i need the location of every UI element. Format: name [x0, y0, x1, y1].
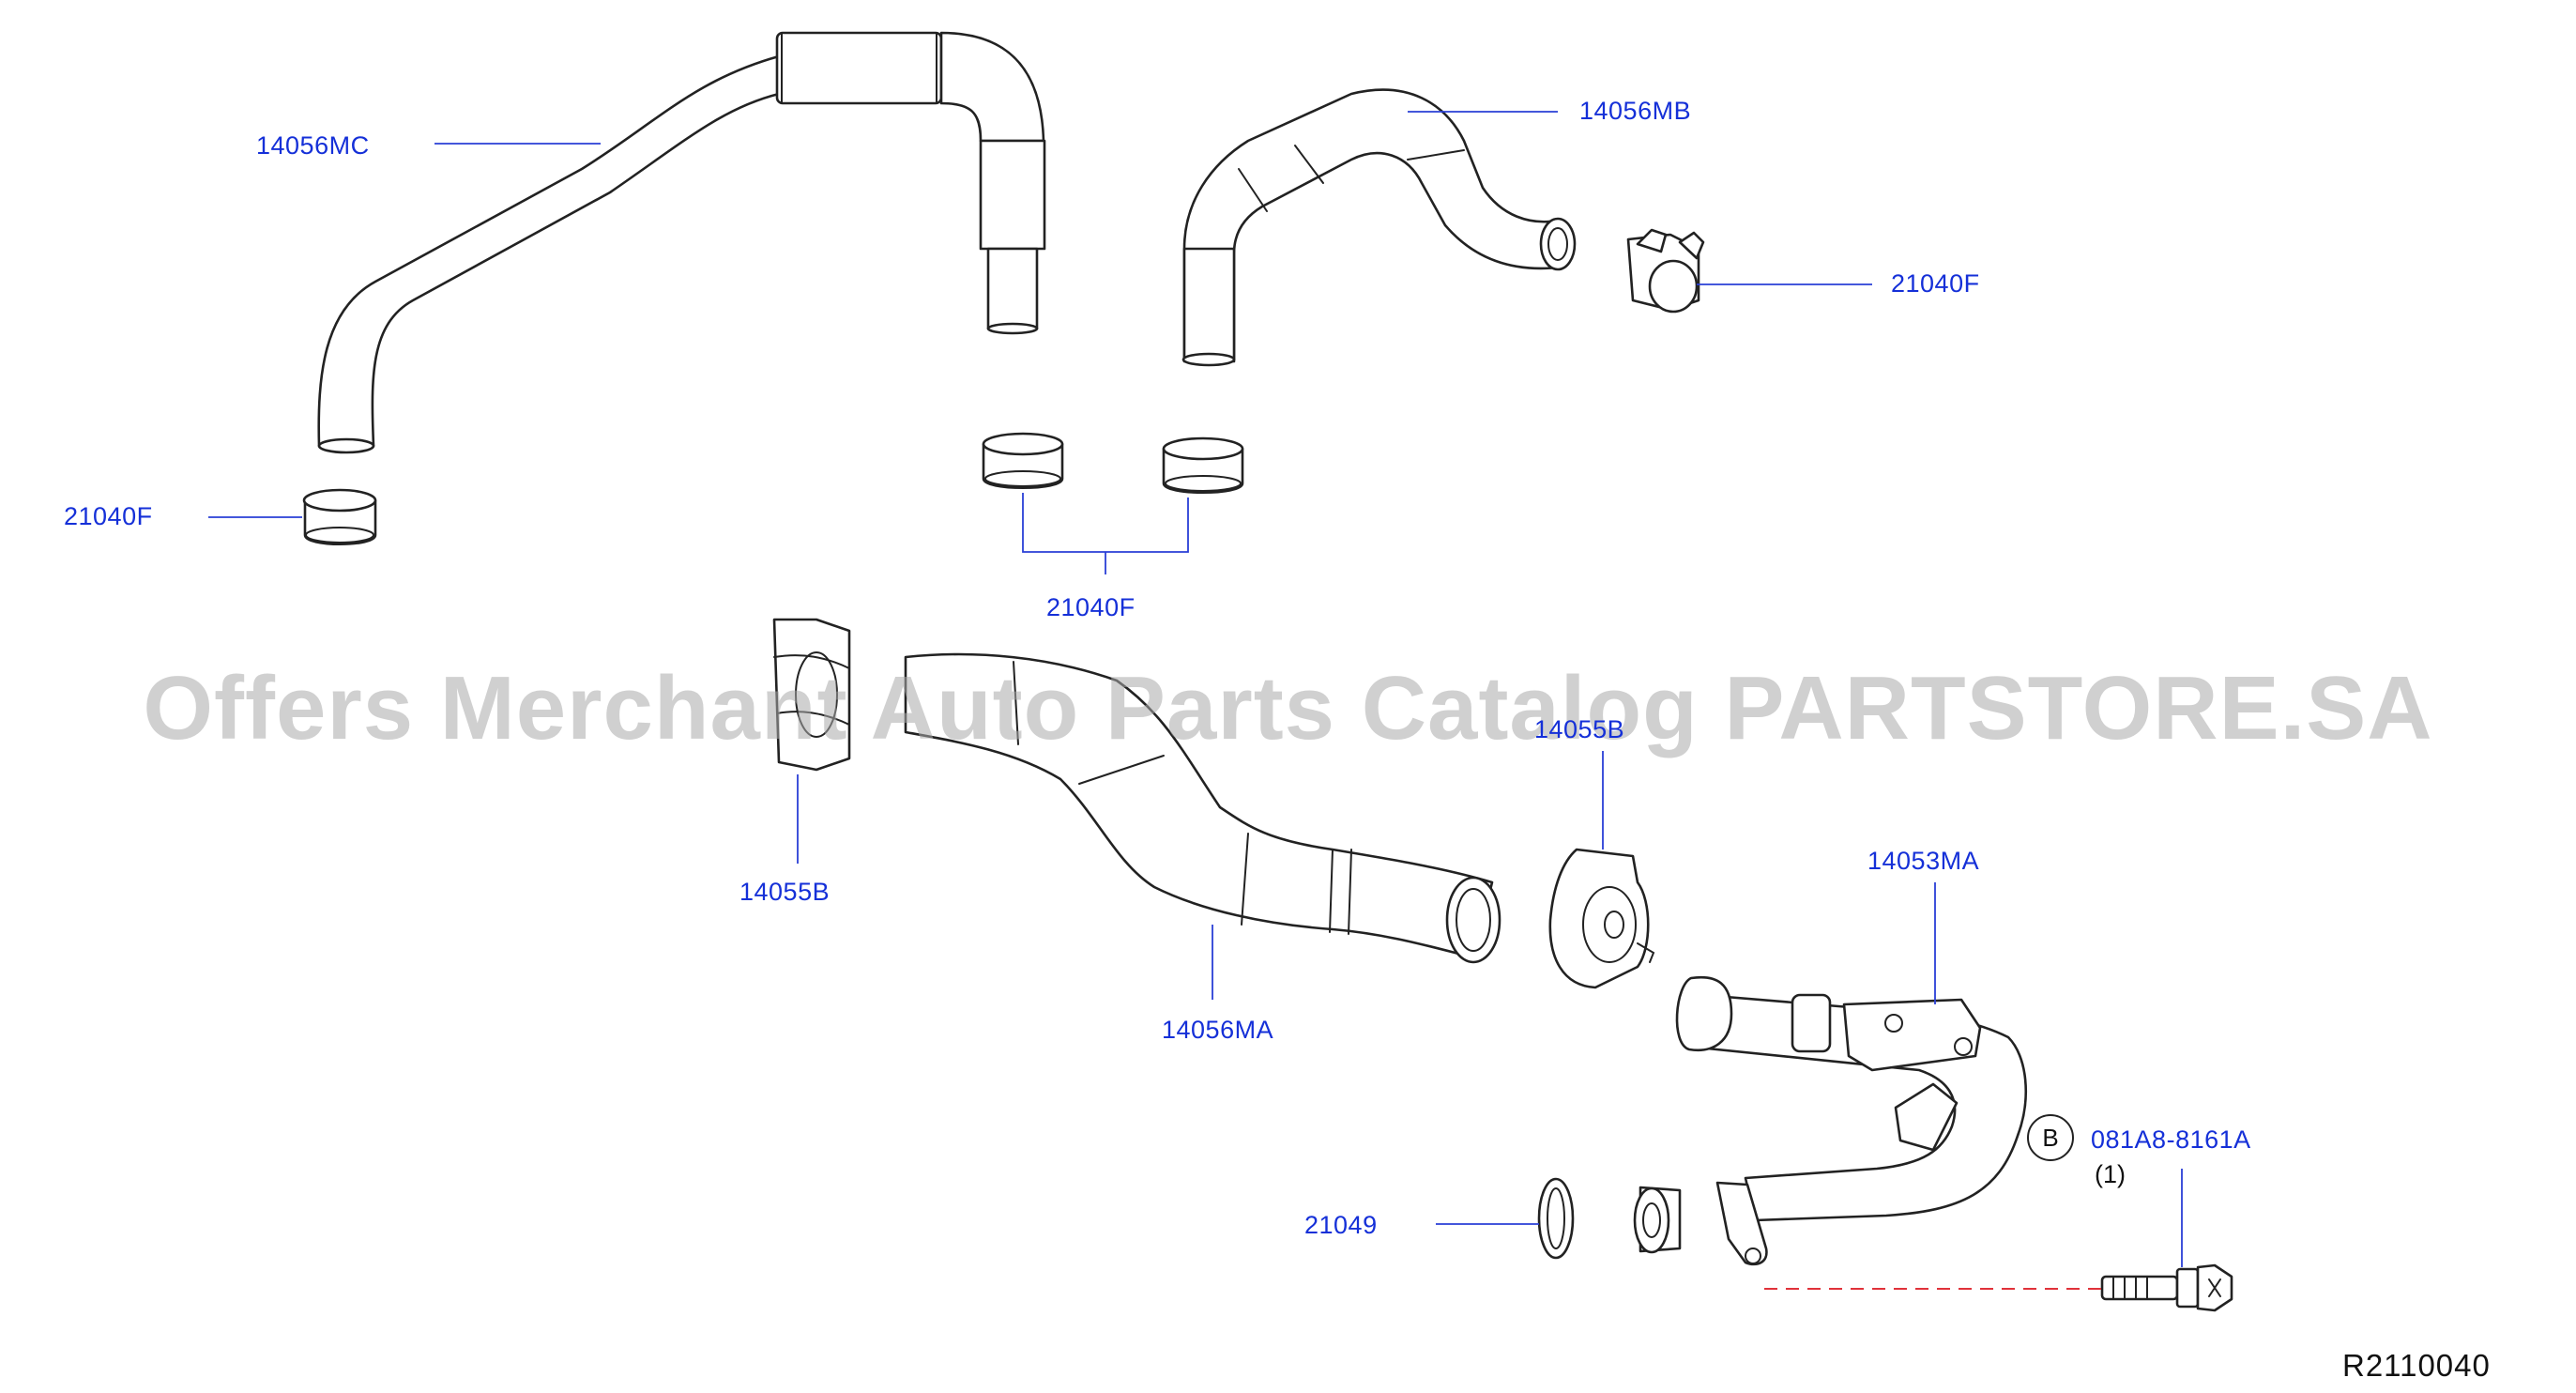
label-14056mb[interactable]: 14056MB	[1579, 97, 1692, 125]
bolt-081a8-8161a[interactable]	[2100, 1263, 2233, 1312]
pipe-14053ma[interactable]	[1633, 975, 2027, 1266]
label-21040f-right[interactable]: 21040F	[1891, 269, 1980, 298]
hose-14056mc[interactable]	[317, 31, 1046, 454]
clamp-21040f-center-1[interactable]	[982, 432, 1064, 489]
label-21049[interactable]: 21049	[1304, 1211, 1378, 1239]
bolt-reference-circle: B	[2027, 1114, 2074, 1161]
label-081a8-8161a[interactable]: 081A8-8161A	[2091, 1125, 2251, 1154]
label-14056mc[interactable]: 14056MC	[256, 131, 370, 160]
label-14055b-mid[interactable]: 14055B	[1534, 715, 1625, 743]
hose-14056ma[interactable]	[904, 652, 1501, 964]
leader-lines	[208, 111, 2183, 1267]
o-ring-21049[interactable]	[1537, 1177, 1575, 1260]
clamp-21040f-left[interactable]	[302, 488, 377, 545]
watermark-text: Offers Merchant Auto Parts Catalog PARTS…	[143, 658, 2433, 758]
label-bolt-quantity: (1)	[2095, 1160, 2126, 1188]
label-14055b-left[interactable]: 14055B	[739, 878, 831, 906]
clamp-21040f-center-2[interactable]	[1162, 436, 1244, 494]
label-14056ma[interactable]: 14056MA	[1162, 1016, 1274, 1044]
label-21040f-center[interactable]: 21040F	[1046, 593, 1136, 621]
clip-21040f-right[interactable]	[1626, 228, 1705, 314]
clamp-14055b-mid[interactable]	[1548, 848, 1655, 989]
hose-14056mb[interactable]	[1181, 88, 1577, 367]
label-21040f-left[interactable]: 21040F	[64, 502, 153, 530]
clamp-14055b-left[interactable]	[772, 618, 851, 772]
diagram-reference-code: R2110040	[2342, 1348, 2491, 1383]
label-14053ma[interactable]: 14053MA	[1867, 847, 1980, 875]
